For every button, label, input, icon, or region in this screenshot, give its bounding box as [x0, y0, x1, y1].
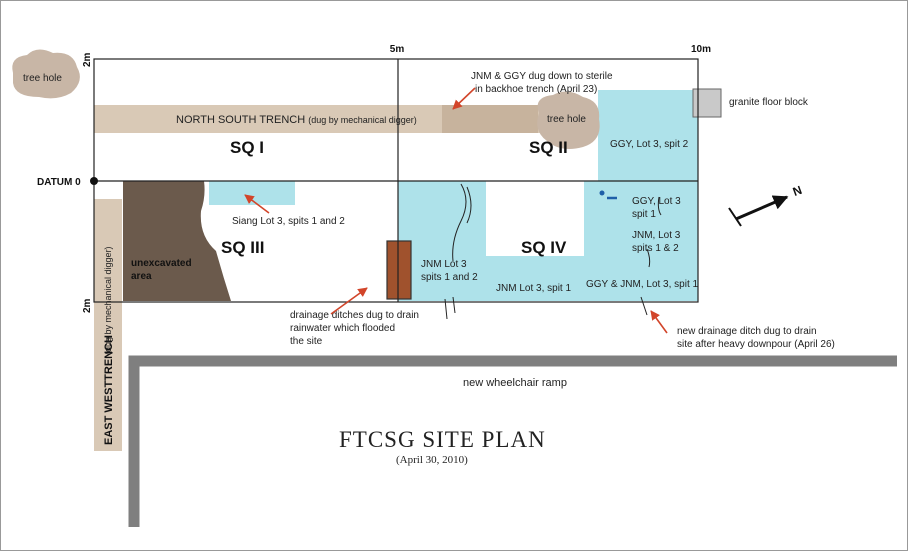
sq2-label: SQ II: [529, 138, 568, 157]
ew-trench-label: EAST WESTTRENCH: [103, 335, 115, 445]
sq4-label: SQ IV: [521, 238, 567, 257]
plan-date: (April 30, 2010): [396, 454, 468, 466]
drain1-note-b: rainwater which flooded: [290, 323, 395, 334]
tree-hole-right-label: tree hole: [547, 114, 586, 125]
drain2-note-a: new drainage ditch dug to drain: [677, 326, 817, 337]
ggy-spit1-note-b: spit 1: [632, 209, 656, 220]
ns-trench-label: NORTH SOUTH TRENCH (dug by mechanical di…: [176, 114, 417, 126]
jnm-left-note-b: spits 1 and 2: [421, 272, 478, 283]
scale-10m: 10m: [691, 44, 711, 55]
plan-title: FTCSG SITE PLAN: [339, 427, 546, 452]
unexcavated-label-1: unexcavated: [131, 258, 192, 269]
jnm-spit1-note: JNM Lot 3, spit 1: [496, 283, 571, 294]
north-arrow: [728, 195, 789, 227]
tree-hole-right: [537, 91, 600, 149]
siang-note: Siang Lot 3, spits 1 and 2: [232, 216, 345, 227]
tree-hole-left: [12, 49, 80, 99]
east-west-trench: [94, 199, 122, 451]
north-letter: N: [791, 183, 804, 199]
backhoe-trench-dark: [442, 105, 538, 133]
ggy-spit1-note-a: GGY, Lot 3: [632, 196, 681, 207]
jnm-left-note-a: JNM Lot 3: [421, 259, 467, 270]
jnm-ggy-note-1: JNM & GGY dug down to sterile: [471, 71, 613, 82]
excavated-sq4: [398, 181, 698, 301]
datum-label: DATUM 0: [37, 177, 81, 188]
datum-point: [90, 177, 98, 185]
unexcavated-area: [123, 181, 231, 301]
granite-label: granite floor block: [729, 97, 809, 108]
excavated-sq3-strip: [209, 181, 295, 205]
granite-floor-block: [692, 88, 722, 118]
scale-5m: 5m: [390, 44, 405, 55]
drain2-note-b: site after heavy downpour (April 26): [677, 339, 835, 350]
jnm-right-note-b: spits 1 & 2: [632, 243, 679, 254]
unexcavated-label-2: area: [131, 271, 152, 282]
drain1-note-a: drainage ditches dug to drain: [290, 310, 419, 321]
sq1-label: SQ I: [230, 138, 264, 157]
scale-2m-top: 2m: [82, 52, 93, 67]
ew-trench-note: (dug by mechanical digger): [103, 246, 113, 355]
ramp-label: new wheelchair ramp: [463, 377, 567, 389]
jnm-right-note-a: JNM, Lot 3: [632, 230, 681, 241]
ggy-jnm-note: GGY & JNM, Lot 3, spit 1: [586, 279, 699, 290]
drainage-box: [386, 240, 412, 300]
ggy-spit2-note: GGY, Lot 3, spit 2: [610, 139, 689, 150]
sq3-label: SQ III: [221, 238, 264, 257]
excavated-sq2: [598, 90, 698, 182]
annotation-arrows: [244, 87, 668, 334]
drainage-ditch-lines: [444, 183, 662, 320]
scale-2m-bottom: 2m: [82, 298, 93, 313]
jnm-ggy-note-2: in backhoe trench (April 23): [475, 84, 597, 95]
drain1-note-c: the site: [290, 336, 323, 347]
tree-hole-left-label: tree hole: [23, 73, 62, 84]
marker-dot: [599, 190, 605, 196]
wheelchair-ramp: [128, 355, 897, 527]
